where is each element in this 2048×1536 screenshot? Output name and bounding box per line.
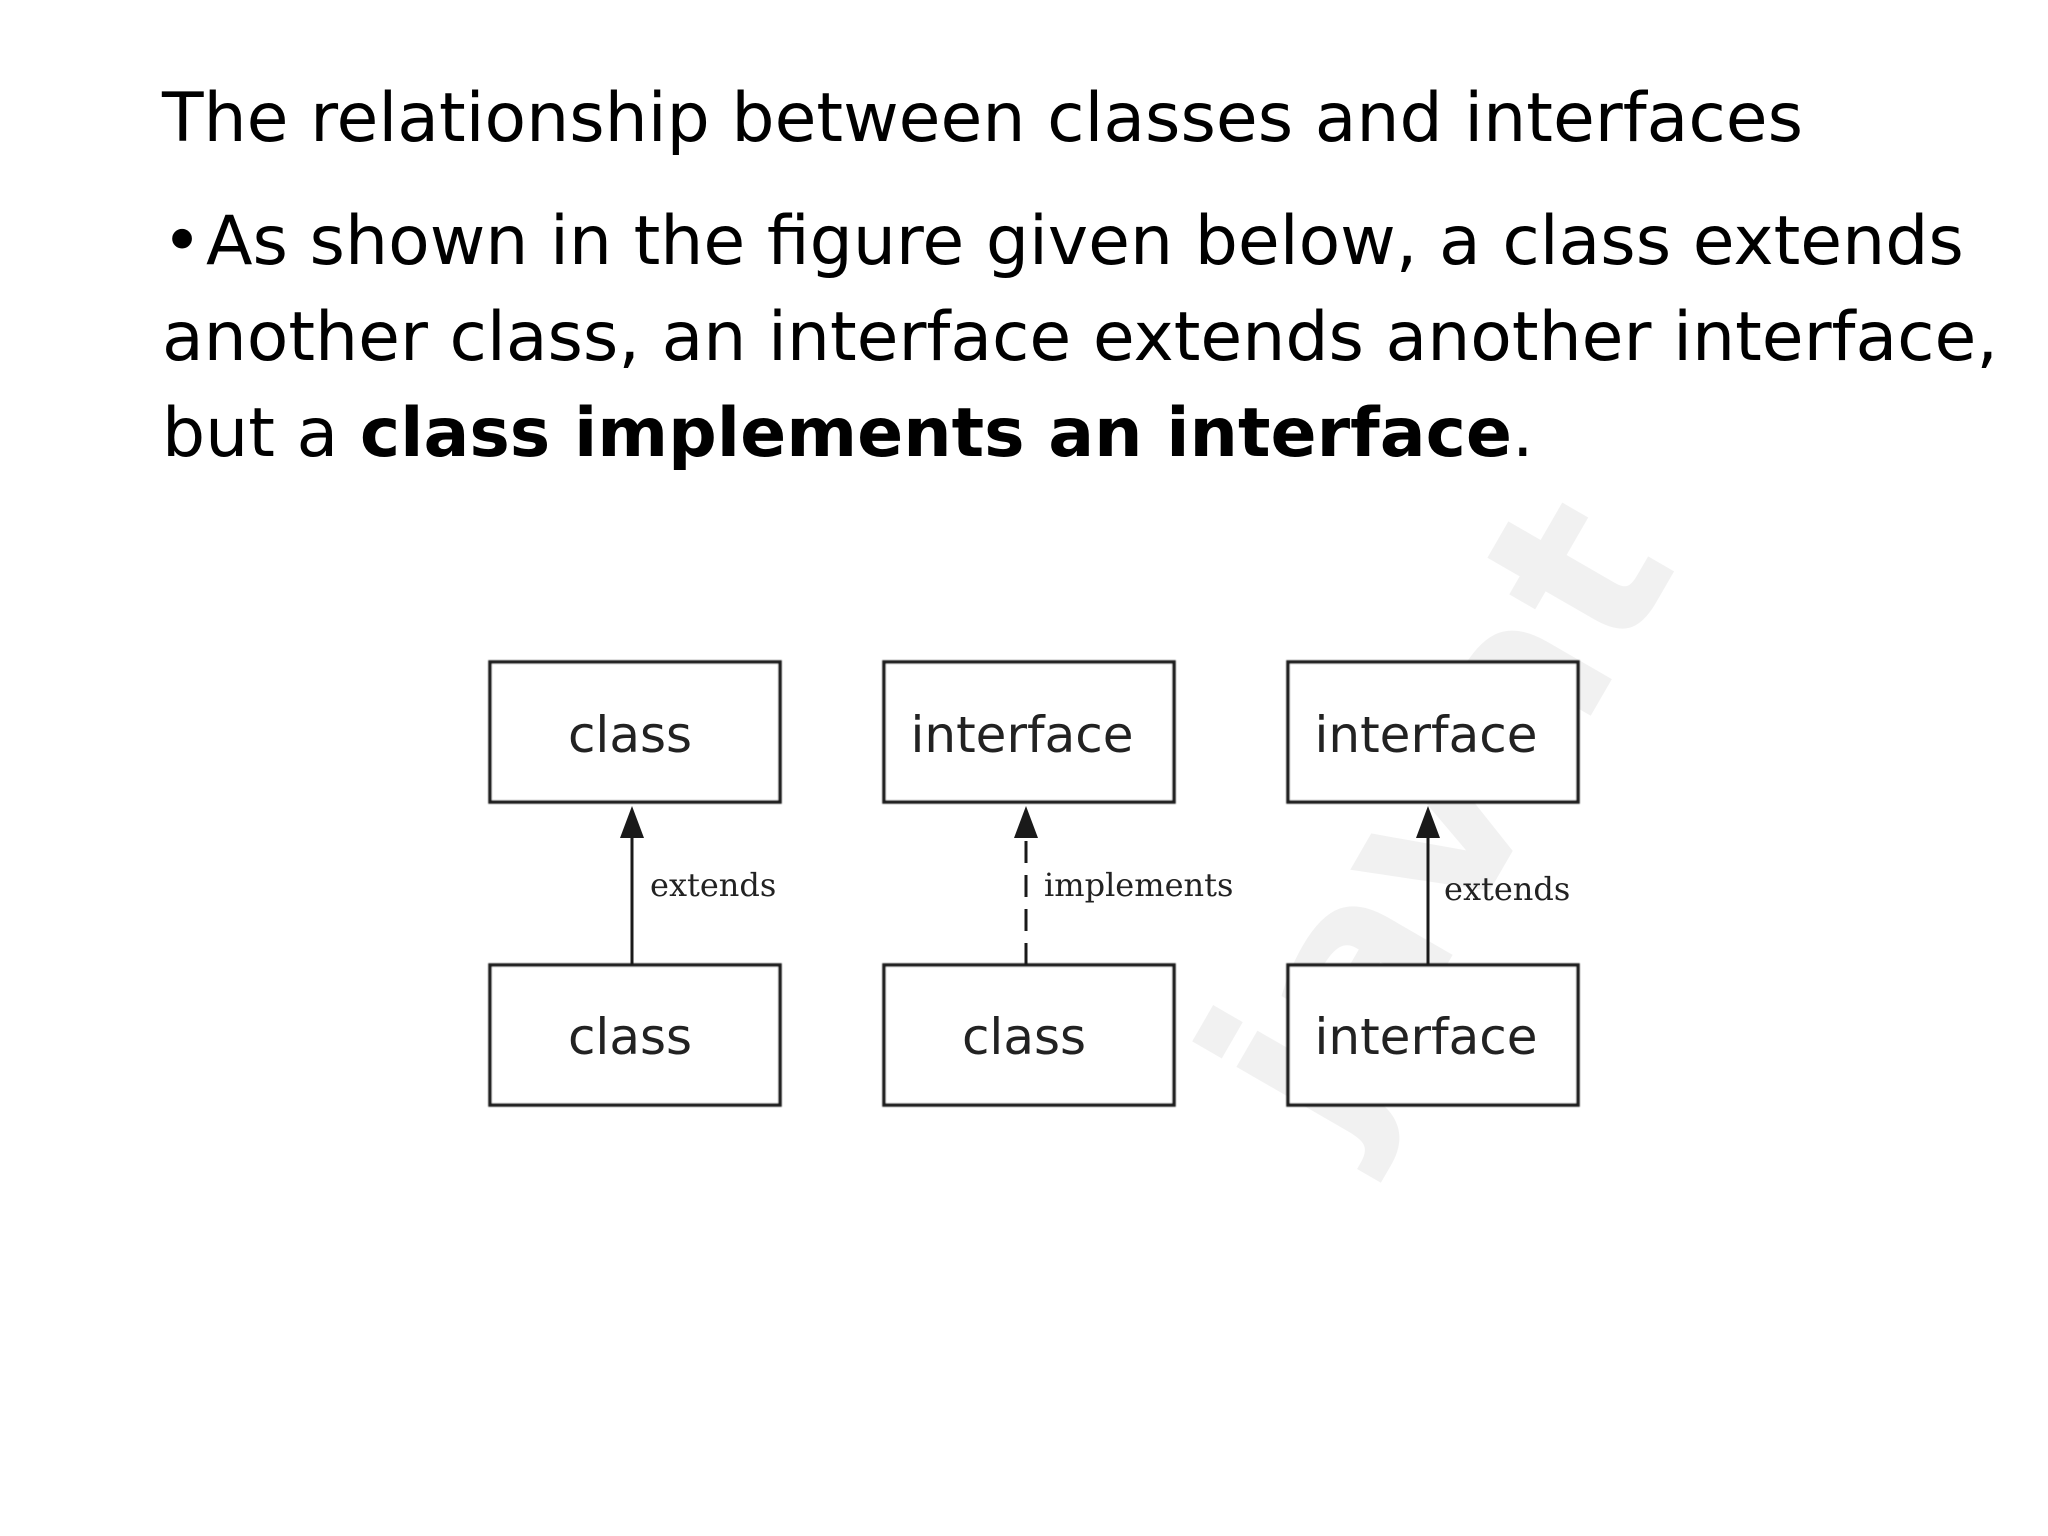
bullet-icon: • [162,202,203,281]
bullet-line-3-bold: class implements an interface [359,394,1513,473]
pair-2-relation-label: implements [1044,866,1233,904]
diagram-pair-3: interface interface extends [1286,660,1580,1107]
pair-1-bottom-box [488,963,782,1107]
diagram-pair-2: interface class implements [882,660,1233,1107]
pair-1-bottom-label: class [568,1008,692,1066]
bullet-text: •As shown in the figure given below, a c… [162,194,1998,482]
slide-title: The relationship between classes and int… [162,79,1803,158]
pair-2-bottom-label: class [962,1008,1086,1066]
pair-3-top-box [1286,660,1580,804]
pair-3-relation-label: extends [1444,870,1570,908]
pair-3-bottom-box [1286,963,1580,1107]
pair-1-top-label: class [568,706,692,764]
pair-3-arrow-head-icon [1416,806,1440,838]
pair-1-top-box [488,660,782,804]
bullet-line-3-prefix: but a [162,394,360,473]
pair-2-arrow-head-icon [1014,806,1038,838]
diagram-pair-1: class class extends [488,660,782,1107]
pair-2-bottom-box [882,963,1176,1107]
pair-1-relation-label: extends [650,866,776,904]
pair-2-top-box [882,660,1176,804]
bullet-line-3-suffix: . [1512,394,1534,473]
pair-3-bottom-label: interface [1315,1008,1538,1066]
pair-3-top-label: interface [1315,706,1538,764]
bullet-line-1: •As shown in the figure given below, a c… [162,194,1964,290]
bullet-line-1-text: As shown in the figure given below, a cl… [206,202,1964,281]
pair-1-arrow-head-icon [620,806,644,838]
pair-2-top-label: interface [911,706,1134,764]
bullet-line-2: another class, an interface extends anot… [162,298,1998,377]
bullet-line-3: but a class implements an interface. [162,386,1962,482]
